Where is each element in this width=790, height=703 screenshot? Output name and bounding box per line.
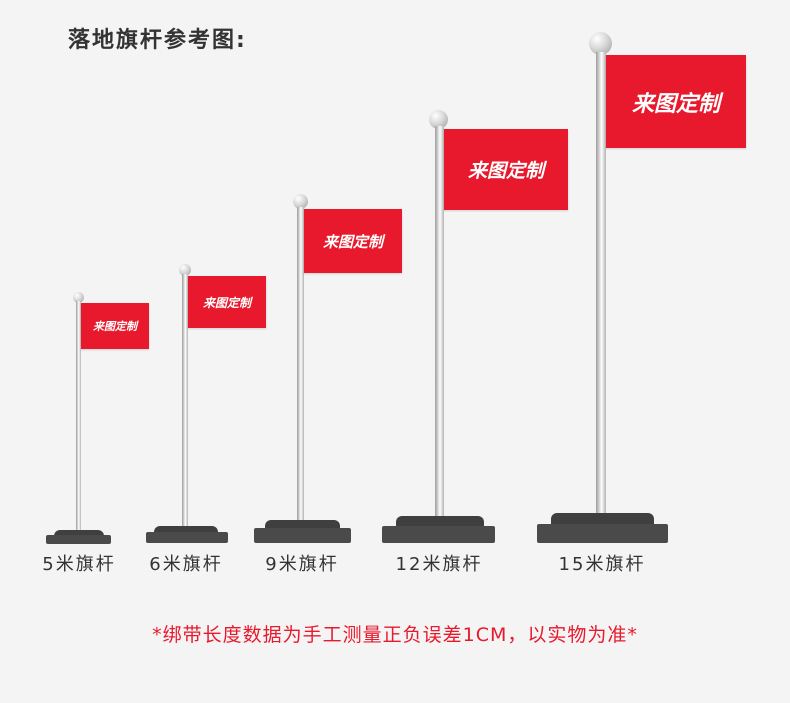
flag: 来图定制 bbox=[304, 209, 402, 273]
flag: 来图定制 bbox=[444, 129, 568, 210]
pole-base bbox=[265, 520, 340, 529]
finial-ball bbox=[73, 292, 84, 303]
pole-shaft bbox=[76, 301, 81, 533]
pole-base bbox=[54, 530, 104, 536]
flag-text: 来图定制 bbox=[93, 320, 137, 333]
pole-shaft bbox=[182, 274, 188, 530]
pole-base-plate bbox=[46, 535, 111, 544]
flag: 来图定制 bbox=[606, 55, 746, 148]
pole-label-6m: 6米旗杆 bbox=[149, 554, 223, 575]
pole-shaft bbox=[596, 52, 606, 516]
finial-ball bbox=[429, 110, 448, 129]
measurement-note: *绑带长度数据为手工测量正负误差1CM，以实物为准* bbox=[152, 624, 638, 646]
flag-text: 来图定制 bbox=[322, 232, 383, 251]
pole-base bbox=[551, 513, 654, 525]
pole-base bbox=[154, 526, 218, 533]
flag-text: 来图定制 bbox=[631, 91, 720, 117]
page-title: 落地旗杆参考图: bbox=[68, 28, 247, 53]
pole-base-plate bbox=[537, 524, 668, 543]
pole-base-plate bbox=[146, 532, 228, 543]
pole-base-plate bbox=[382, 526, 495, 543]
finial-ball bbox=[293, 194, 308, 209]
pole-label-5m: 5米旗杆 bbox=[42, 554, 116, 575]
pole-label-15m: 15米旗杆 bbox=[558, 554, 646, 575]
flag: 来图定制 bbox=[188, 276, 266, 328]
flag: 来图定制 bbox=[81, 303, 149, 349]
pole-label-12m: 12米旗杆 bbox=[395, 554, 483, 575]
pole-base-plate bbox=[254, 528, 351, 543]
finial-ball bbox=[179, 264, 191, 276]
flag-text: 来图定制 bbox=[467, 160, 544, 182]
pole-base bbox=[396, 516, 484, 527]
pole-shaft bbox=[435, 126, 444, 518]
pole-label-9m: 9米旗杆 bbox=[265, 554, 339, 575]
finial-ball bbox=[589, 32, 612, 55]
pole-shaft bbox=[297, 207, 304, 523]
flag-text: 来图定制 bbox=[202, 295, 251, 310]
